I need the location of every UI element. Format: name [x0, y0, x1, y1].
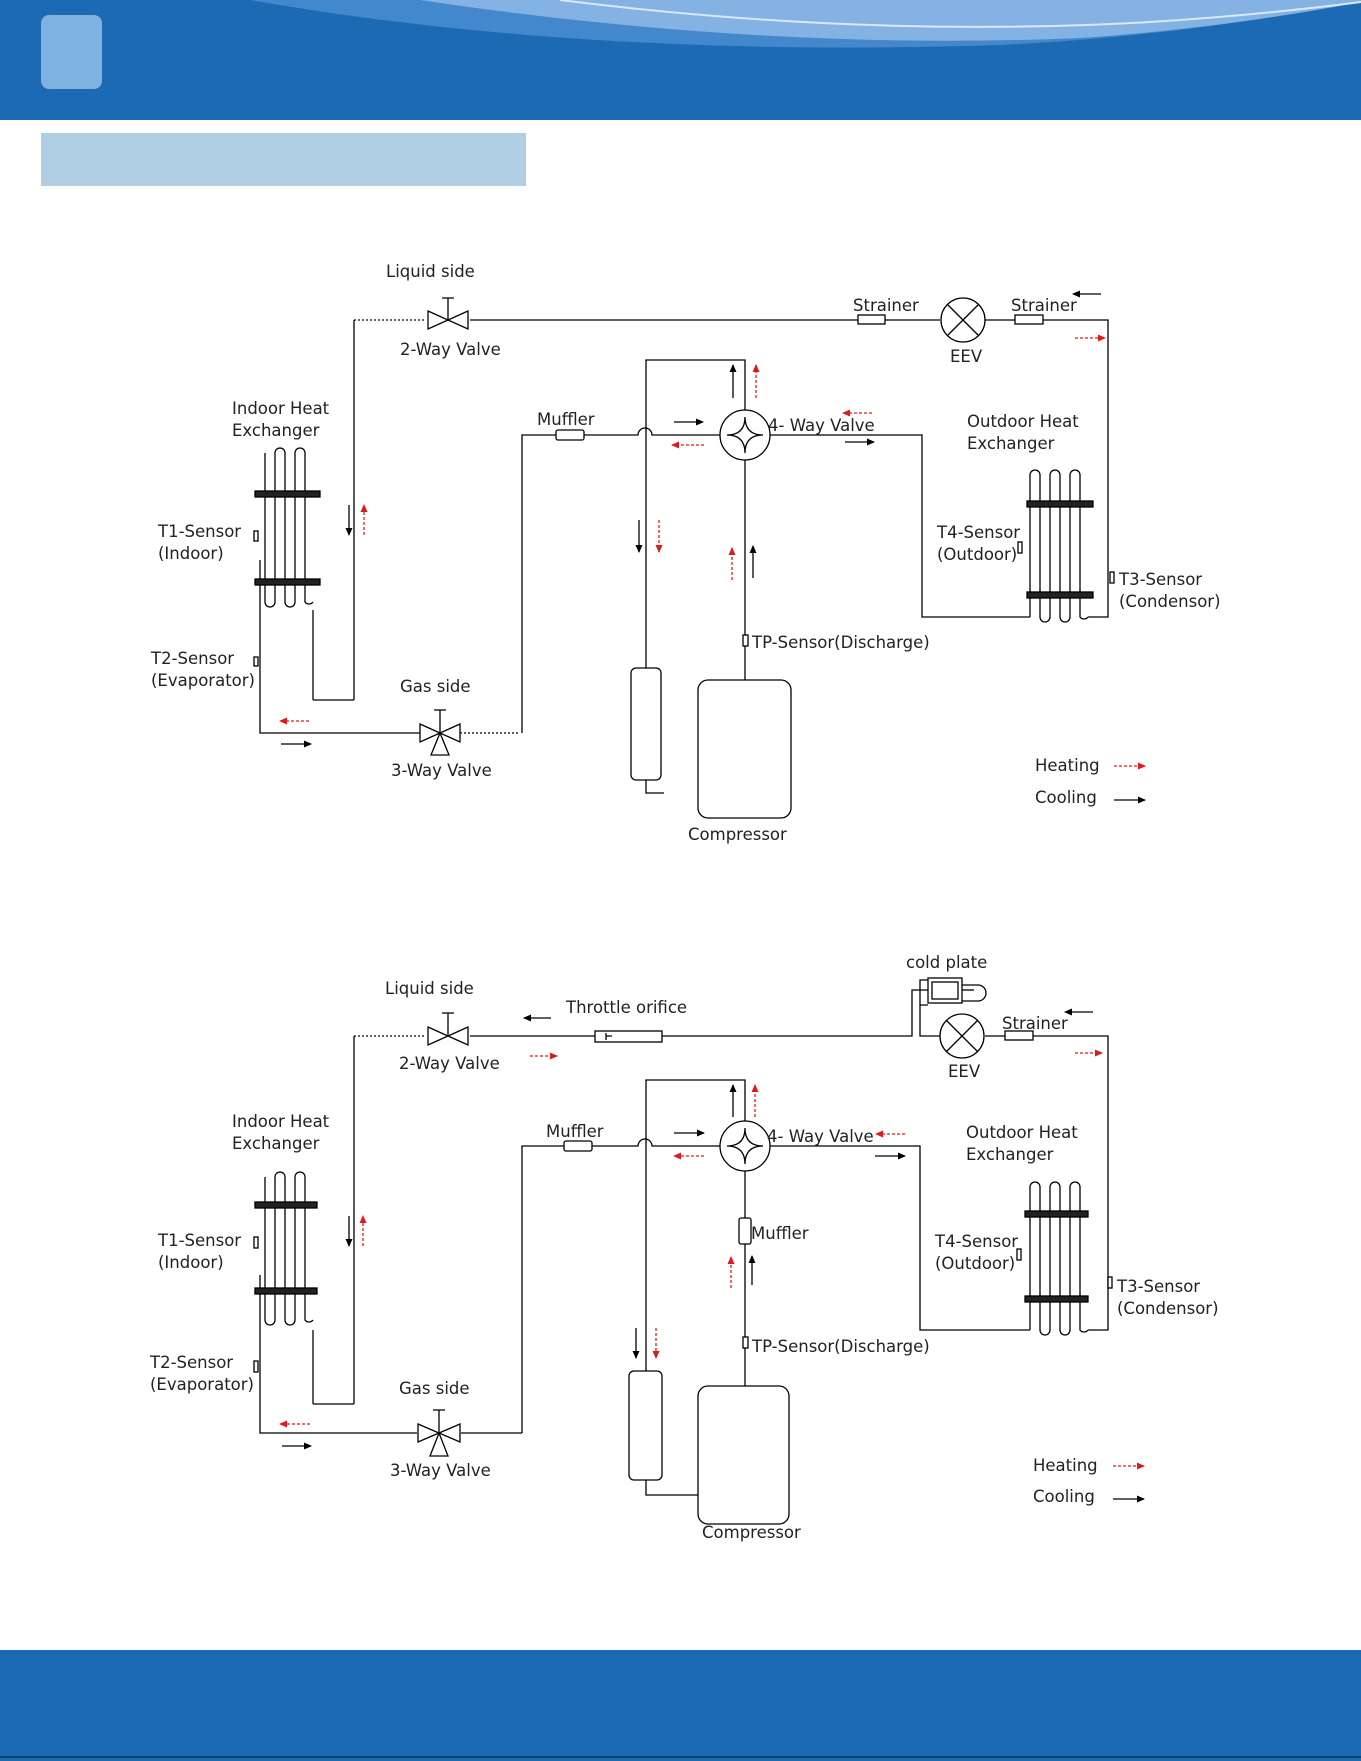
d2-indoor-hx-label-2: Exchanger — [232, 1134, 320, 1153]
three-way-valve-1 — [419, 709, 461, 756]
d2-cold-plate-label: cold plate — [906, 953, 987, 972]
d2-outdoor-hx-label-1: Outdoor Heat — [966, 1123, 1078, 1142]
diagram-1 — [253, 297, 1115, 819]
diagram-2-arrows — [279, 1008, 1145, 1503]
eev-2 — [939, 1013, 985, 1059]
indoor-heat-exchanger-2 — [253, 1171, 318, 1373]
d2-t4-sensor-label-2: (Outdoor) — [935, 1254, 1015, 1273]
accumulator-2 — [628, 1370, 663, 1481]
d2-liquid-side-label: Liquid side — [385, 979, 474, 998]
three-way-valve-2 — [417, 1409, 461, 1457]
d1-strainer-left-label: Strainer — [853, 296, 919, 315]
d2-four-way-valve-label: 4- Way Valve — [767, 1127, 874, 1146]
d2-throttle-orifice-label: Throttle orifice — [565, 998, 687, 1017]
d2-two-way-valve-label: 2-Way Valve — [399, 1054, 500, 1073]
d1-indoor-hx-label-2: Exchanger — [232, 421, 320, 440]
d2-strainer-label: Strainer — [1002, 1014, 1068, 1033]
diagram-2-labels: cold plate Liquid side Throttle orifice … — [149, 953, 1219, 1542]
d2-muffler-discharge-label: Muffler — [751, 1224, 809, 1243]
strainer-2 — [1004, 1030, 1034, 1041]
d1-legend-cooling: Cooling — [1035, 788, 1097, 807]
d1-compressor-label: Compressor — [688, 825, 787, 844]
d2-t2-sensor-label-1: T2-Sensor — [149, 1353, 233, 1372]
d2-legend-cooling: Cooling — [1033, 1487, 1095, 1506]
d1-strainer-right-label: Strainer — [1011, 296, 1077, 315]
d1-outdoor-hx-label-1: Outdoor Heat — [967, 412, 1079, 431]
d1-gas-side-label: Gas side — [400, 677, 471, 696]
cold-plate-2 — [927, 977, 987, 1004]
eev-1 — [940, 297, 986, 343]
d2-t3-sensor-label-2: (Condensor) — [1117, 1299, 1219, 1318]
d1-three-way-valve-label: 3-Way Valve — [391, 761, 492, 780]
d2-legend-heating: Heating — [1033, 1456, 1098, 1475]
d1-eev-label: EEV — [950, 347, 983, 366]
d2-t2-sensor-label-2: (Evaporator) — [150, 1375, 254, 1394]
d1-t4-sensor-label-2: (Outdoor) — [937, 545, 1017, 564]
tp-sensor-marker-2 — [742, 1336, 749, 1349]
d2-eev-label: EEV — [948, 1062, 981, 1081]
diagram-1-labels: Liquid side 2-Way Valve Strainer Straine… — [150, 262, 1221, 844]
compressor-2 — [697, 1385, 790, 1525]
d2-indoor-hx-label-1: Indoor Heat — [232, 1112, 330, 1131]
footer-rule — [0, 1756, 1361, 1758]
two-way-valve-2 — [427, 1012, 469, 1047]
d2-compressor-label: Compressor — [702, 1523, 801, 1542]
d1-t2-sensor-label-2: (Evaporator) — [151, 671, 255, 690]
d2-outdoor-hx-label-2: Exchanger — [966, 1145, 1054, 1164]
muffler-1 — [555, 429, 585, 441]
throttle-orifice-2 — [594, 1030, 663, 1043]
two-way-valve-1 — [427, 297, 469, 331]
d2-muffler-top-label: Muffler — [546, 1122, 604, 1141]
d1-t3-sensor-label-1: T3-Sensor — [1118, 570, 1202, 589]
diagram-2 — [253, 977, 1113, 1525]
d2-t1-sensor-label-2: (Indoor) — [158, 1253, 224, 1272]
d2-t1-sensor-label-1: T1-Sensor — [157, 1231, 241, 1250]
section-title-bar — [41, 133, 526, 186]
d1-t3-sensor-label-2: (Condensor) — [1119, 592, 1221, 611]
diagram-1-arrows — [279, 290, 1146, 804]
strainer-left-1 — [857, 314, 886, 325]
muffler-discharge-2 — [738, 1217, 752, 1245]
tp-sensor-marker-1 — [742, 634, 749, 647]
refrigerant-diagrams: Liquid side 2-Way Valve Strainer Straine… — [149, 262, 1221, 1542]
d1-tp-sensor-label: TP-Sensor(Discharge) — [751, 633, 930, 652]
d2-tp-sensor-label: TP-Sensor(Discharge) — [751, 1337, 930, 1356]
d1-t2-sensor-label-1: T2-Sensor — [150, 649, 234, 668]
d1-t1-sensor-label-1: T1-Sensor — [157, 522, 241, 541]
four-way-valve-2 — [719, 1120, 771, 1172]
page-badge — [41, 15, 102, 89]
d2-gas-side-label: Gas side — [399, 1379, 470, 1398]
d1-two-way-valve-label: 2-Way Valve — [400, 340, 501, 359]
d1-t1-sensor-label-2: (Indoor) — [158, 544, 224, 563]
page-header — [0, 0, 1361, 120]
accumulator-1 — [630, 667, 662, 781]
indoor-heat-exchanger-1 — [253, 447, 321, 667]
outdoor-heat-exchanger-1 — [1017, 469, 1115, 623]
strainer-right-1 — [1014, 314, 1044, 325]
d1-muffler-label: Muffler — [537, 410, 595, 429]
d2-t4-sensor-label-1: T4-Sensor — [934, 1232, 1018, 1251]
d2-t3-sensor-label-1: T3-Sensor — [1116, 1277, 1200, 1296]
muffler-top-2 — [563, 1140, 593, 1152]
compressor-1 — [697, 679, 792, 819]
d1-outdoor-hx-label-2: Exchanger — [967, 434, 1055, 453]
d1-indoor-hx-label-1: Indoor Heat — [232, 399, 330, 418]
four-way-valve-1 — [719, 409, 771, 461]
page-footer — [0, 1650, 1361, 1761]
d1-t4-sensor-label-1: T4-Sensor — [936, 523, 1020, 542]
d1-four-way-valve-label: 4- Way Valve — [768, 416, 875, 435]
d1-legend-heating: Heating — [1035, 756, 1100, 775]
d2-three-way-valve-label: 3-Way Valve — [390, 1461, 491, 1480]
d1-liquid-side-label: Liquid side — [386, 262, 475, 281]
outdoor-heat-exchanger-2 — [1016, 1181, 1113, 1336]
